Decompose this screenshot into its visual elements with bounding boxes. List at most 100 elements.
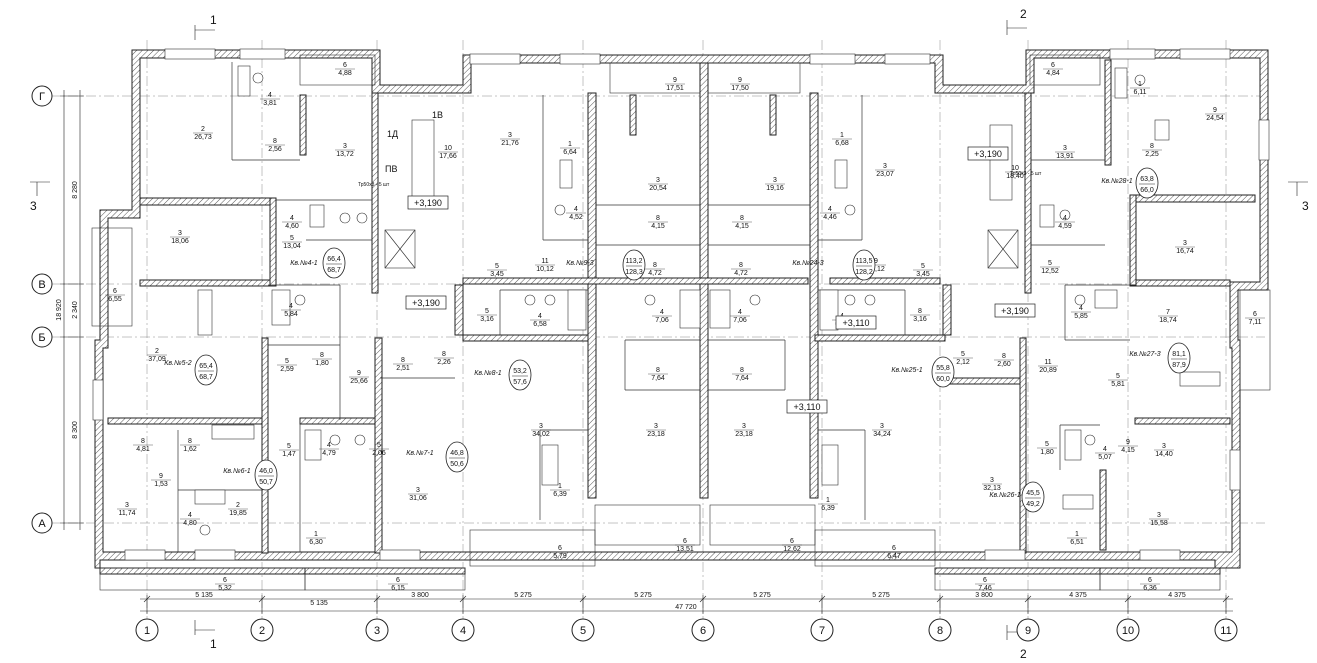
room-area: 4,72 <box>734 270 748 277</box>
level-value: +3,190 <box>1001 306 1029 316</box>
room-number: 4 <box>574 206 578 213</box>
room-label: 84,15 <box>732 215 752 230</box>
apartment-living-area: 46,8 <box>450 450 464 457</box>
apartment-area-circle <box>852 249 876 281</box>
room-area: 13,04 <box>283 243 301 250</box>
room-label: 84,81 <box>133 438 153 453</box>
room-area: 3,16 <box>480 316 494 323</box>
apartment-area-circle <box>1135 167 1159 199</box>
room-number: 9 <box>1126 439 1130 446</box>
room-number: 8 <box>739 262 743 269</box>
room-label: 320,54 <box>648 177 668 192</box>
column-axis-7: 7 <box>819 625 825 637</box>
room-area: 6,51 <box>1070 539 1084 546</box>
room-area: 18,40 <box>1006 173 1024 180</box>
room-label: 323,18 <box>734 423 754 438</box>
level-value: +3,110 <box>793 402 820 412</box>
apartment-total-area: 57,6 <box>513 379 527 386</box>
room-area: 4,88 <box>338 70 352 77</box>
room-area: 20,89 <box>1039 367 1057 374</box>
room-label: 44,79 <box>319 442 339 457</box>
room-label: 311,74 <box>117 502 137 517</box>
room-number: 4 <box>1063 215 1067 222</box>
room-label: 924,54 <box>1205 107 1225 122</box>
room-number: 4 <box>290 215 294 222</box>
room-number: 6 <box>343 62 347 69</box>
room-area: 6,64 <box>563 149 577 156</box>
room-label: 52,59 <box>277 358 297 373</box>
room-label: 83,16 <box>910 308 930 323</box>
room-number: 8 <box>656 215 660 222</box>
room-number: 3 <box>773 177 777 184</box>
room-label: 718,74 <box>1158 309 1178 324</box>
room-area: 1,47 <box>282 451 296 458</box>
room-label: 16,30 <box>306 531 326 546</box>
room-label: 44,60 <box>282 215 302 230</box>
room-area: 31,06 <box>409 495 427 502</box>
room-number: 8 <box>188 438 192 445</box>
room-label: 82,60 <box>994 353 1014 368</box>
room-number: 3 <box>178 230 182 237</box>
room-number: 3 <box>125 502 129 509</box>
room-area: 2,59 <box>280 366 294 373</box>
level-marks: +3,190+3,190+3,190+3,190+3,110+3,110 <box>405 146 1036 414</box>
room-area: 4,72 <box>648 270 662 277</box>
apartment-living-area: 81,1 <box>1172 351 1186 358</box>
room-area: 13,51 <box>676 546 694 553</box>
apartment-living-area: 65,4 <box>199 363 213 370</box>
room-area: 5,81 <box>1111 381 1125 388</box>
partitions <box>107 59 1256 554</box>
room-area: 25,66 <box>350 378 368 385</box>
apartment-living-area: 46,0 <box>259 468 273 475</box>
apartment-living-area: 113,2 <box>626 258 643 265</box>
room-area: 34,24 <box>873 431 891 438</box>
apartment-area-circle <box>1021 481 1045 513</box>
level-value: +3,190 <box>974 149 1002 159</box>
room-number: 3 <box>883 163 887 170</box>
apartment-living-area: 53,2 <box>513 368 527 375</box>
section-1-bottom-label: 1 <box>210 637 217 651</box>
bottom-dim-8: 3 800 <box>975 592 993 599</box>
room-label: 65,32 <box>215 577 235 592</box>
room-area: 4,15 <box>651 223 665 230</box>
apartment-name: Кв.№6-1 <box>223 468 251 475</box>
room-label: 16,68 <box>832 132 852 147</box>
room-number: 1 <box>314 531 318 538</box>
room-area: 5,32 <box>218 585 232 592</box>
room-area: 3,81 <box>263 100 277 107</box>
room-label: 87,64 <box>648 367 668 382</box>
room-area: 16,74 <box>1176 248 1194 255</box>
room-number: 4 <box>1079 305 1083 312</box>
room-number: 4 <box>538 313 542 320</box>
room-label: 44,46 <box>820 206 840 221</box>
room-label: 237,09 <box>147 348 167 363</box>
apartment-name: Кв.№9-3 <box>566 260 594 267</box>
room-number: 3 <box>343 143 347 150</box>
apartment-living-area: 45,5 <box>1026 490 1040 497</box>
room-number: 1 <box>1075 531 1079 538</box>
room-label: 321,76 <box>500 132 520 147</box>
room-label: 65,79 <box>550 545 570 560</box>
shaft-label-1v: 1В <box>432 110 443 120</box>
level-mark: +3,190 <box>994 303 1036 318</box>
room-area: 10,12 <box>536 266 554 273</box>
room-number: 5 <box>485 308 489 315</box>
room-number: 6 <box>983 577 987 584</box>
level-mark: +3,190 <box>407 195 449 210</box>
room-number: 8 <box>141 438 145 445</box>
room-area: 4,15 <box>1121 447 1135 454</box>
room-area: 7,06 <box>655 317 669 324</box>
shaft-label-1d: 1Д <box>387 129 398 139</box>
room-area: 19,16 <box>766 185 784 192</box>
level-mark: +3,110 <box>835 315 877 330</box>
room-label: 44,52 <box>566 206 586 221</box>
room-number: 4 <box>660 309 664 316</box>
column-axis-4: 4 <box>460 625 466 637</box>
room-label: 219,85 <box>228 502 248 517</box>
room-area: 4,46 <box>823 214 837 221</box>
